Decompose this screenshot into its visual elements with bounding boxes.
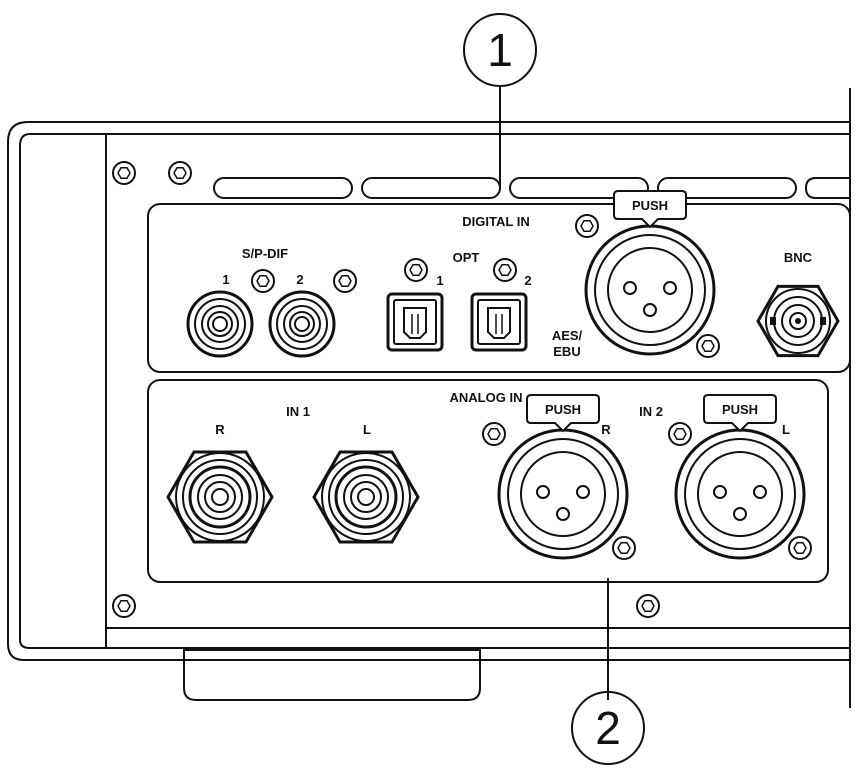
push-tab[interactable]: PUSH bbox=[526, 394, 600, 433]
xlr-r-label: R bbox=[601, 422, 611, 437]
screw-icon bbox=[251, 269, 275, 293]
digital-in-title: DIGITAL IN bbox=[462, 214, 529, 229]
push-label: PUSH bbox=[722, 402, 758, 417]
screw-icon bbox=[612, 536, 636, 560]
callout-2-number: 2 bbox=[595, 702, 621, 754]
screw-icon bbox=[696, 334, 720, 358]
spdif-label: S/P-DIF bbox=[242, 246, 288, 261]
in2-label: IN 2 bbox=[639, 404, 663, 419]
screw-icon bbox=[668, 422, 692, 446]
chassis-foot bbox=[183, 649, 481, 701]
chassis bbox=[7, 88, 851, 708]
xlr-r-connector[interactable] bbox=[497, 428, 629, 560]
aes-label-line1: AES/ bbox=[552, 328, 583, 343]
screw-icon bbox=[112, 594, 136, 618]
xlr-l-label: L bbox=[782, 422, 790, 437]
push-tab[interactable]: PUSH bbox=[703, 394, 777, 433]
in1-l-label: L bbox=[363, 422, 371, 437]
screw-icon bbox=[788, 536, 812, 560]
analog-in-title: ANALOG IN bbox=[450, 390, 523, 405]
screw-icon bbox=[493, 258, 517, 282]
in1-l-rca-jack[interactable] bbox=[312, 450, 420, 544]
opt-toslink-port-1[interactable] bbox=[386, 292, 444, 352]
opt-port-2-label: 2 bbox=[524, 273, 531, 288]
opt-label: OPT bbox=[453, 250, 480, 265]
in1-r-rca-jack[interactable] bbox=[166, 450, 274, 544]
screw-icon bbox=[482, 422, 506, 446]
vent-slots bbox=[213, 177, 850, 199]
bnc-label: BNC bbox=[784, 250, 813, 265]
opt-toslink-port-2[interactable] bbox=[470, 292, 528, 352]
screw-icon bbox=[333, 269, 357, 293]
push-label: PUSH bbox=[632, 198, 668, 213]
analog-in-panel: ANALOG IN IN 1 R L R bbox=[147, 379, 829, 583]
chassis-screws bbox=[112, 161, 660, 618]
spdif-rca-jack-1[interactable] bbox=[186, 290, 254, 358]
aes-ebu-xlr-connector[interactable] bbox=[584, 224, 716, 356]
in1-label: IN 1 bbox=[286, 404, 310, 419]
push-tab[interactable]: PUSH bbox=[613, 190, 687, 229]
spdif-port-2-label: 2 bbox=[296, 272, 303, 287]
screw-icon bbox=[636, 594, 660, 618]
screw-icon bbox=[404, 258, 428, 282]
in1-r-label: R bbox=[215, 422, 225, 437]
callout-1-number: 1 bbox=[487, 24, 513, 76]
callout-2: 2 bbox=[571, 578, 645, 765]
digital-in-panel: DIGITAL IN S/P-DIF 1 2 OPT 1 2 bbox=[147, 190, 851, 373]
aes-label-line2: EBU bbox=[553, 344, 580, 359]
xlr-l-connector[interactable] bbox=[674, 428, 806, 560]
spdif-port-1-label: 1 bbox=[222, 272, 229, 287]
screw-icon bbox=[168, 161, 192, 185]
screw-icon bbox=[575, 214, 599, 238]
screw-icon bbox=[112, 161, 136, 185]
push-label: PUSH bbox=[545, 402, 581, 417]
callout-1: 1 bbox=[463, 13, 537, 188]
bnc-connector[interactable] bbox=[756, 284, 840, 358]
spdif-rca-jack-2[interactable] bbox=[268, 290, 336, 358]
opt-port-1-label: 1 bbox=[436, 273, 443, 288]
